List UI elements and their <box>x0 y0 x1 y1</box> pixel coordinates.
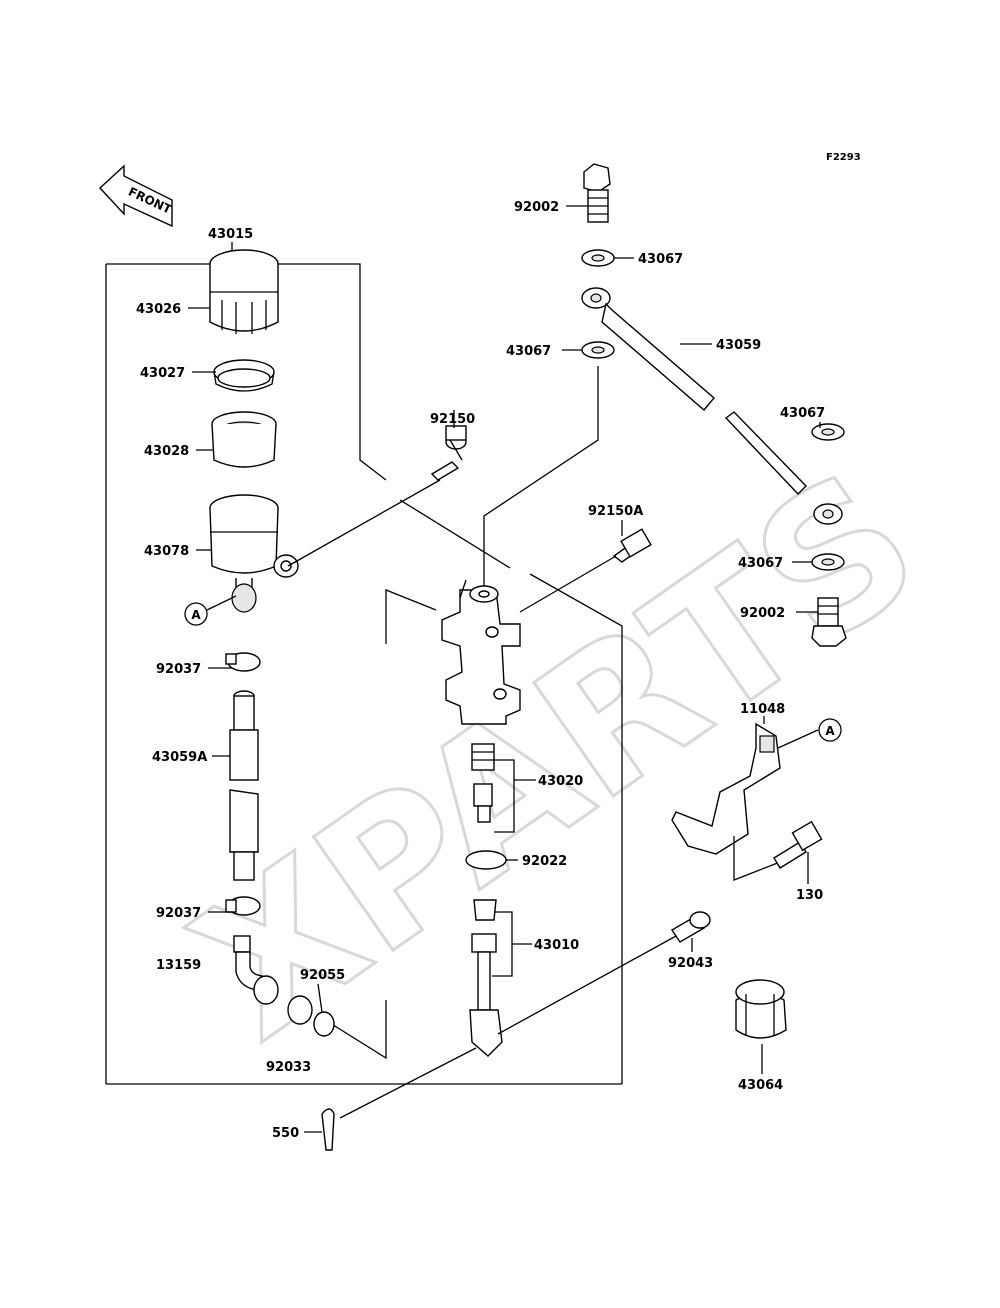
label-92150: 92150 <box>430 412 475 427</box>
label-92150A: 92150A <box>588 504 643 519</box>
label-43020: 43020 <box>538 774 583 789</box>
label-550: 550 <box>272 1126 299 1141</box>
banjo-bolt-upper <box>583 163 611 223</box>
label-43059A: 43059A <box>152 750 207 765</box>
label-43067-b: 43067 <box>506 344 551 359</box>
piston-set <box>471 743 495 823</box>
push-rod <box>469 899 503 1057</box>
label-43067-a: 43067 <box>638 252 683 267</box>
front-arrow-icon: FRONT <box>99 164 174 228</box>
brake-hose <box>581 287 843 525</box>
label-92022: 92022 <box>522 854 567 869</box>
label-11048: 11048 <box>740 702 785 717</box>
ref-marker-a-left-text: A <box>191 608 201 622</box>
ref-marker-a-right-text: A <box>825 724 835 738</box>
hose-clamp-lower <box>225 896 261 916</box>
label-43078: 43078 <box>144 544 189 559</box>
master-cylinder-body <box>441 579 521 725</box>
circlip-92033 <box>287 995 313 1025</box>
circlip-92022 <box>465 850 507 870</box>
figure-code: F2293 <box>826 152 861 163</box>
leader-92150 <box>287 479 441 567</box>
inner-box-line <box>385 589 437 644</box>
inner-box-line-lower <box>321 1000 387 1060</box>
label-43027: 43027 <box>140 366 185 381</box>
diaphragm-plate <box>213 359 275 392</box>
label-43010: 43010 <box>534 938 579 953</box>
label-92037-upper: 92037 <box>156 662 201 677</box>
cotter-pin-550 <box>321 1108 335 1151</box>
label-92037-lower: 92037 <box>156 906 201 921</box>
hose-clamp-upper <box>225 652 261 672</box>
label-43064: 43064 <box>738 1078 783 1093</box>
label-130: 130 <box>796 888 823 903</box>
bracket-11048 <box>671 722 781 855</box>
label-43067-c: 43067 <box>780 406 825 421</box>
grommet-43064 <box>735 979 787 1039</box>
o-ring-92055 <box>313 1011 335 1037</box>
label-92033: 92033 <box>266 1060 311 1075</box>
label-92043: 92043 <box>668 956 713 971</box>
label-43028: 43028 <box>144 444 189 459</box>
leader-92043 <box>497 935 677 1035</box>
bolt-92150 <box>430 425 467 481</box>
pin-92043 <box>671 911 711 943</box>
leader-a-left <box>206 595 237 611</box>
leader-92150A <box>519 555 617 613</box>
bolt-92150A <box>612 528 652 563</box>
label-13159: 13159 <box>156 958 201 973</box>
label-43026: 43026 <box>136 302 181 317</box>
assembly-box-43015 <box>105 242 623 1085</box>
diaphragm <box>211 411 277 468</box>
ref-marker-a-left <box>184 602 208 626</box>
leader-550 <box>339 1047 477 1119</box>
ref-marker-a-right <box>818 718 842 742</box>
reservoir-cap <box>209 249 279 334</box>
label-92055: 92055 <box>300 968 345 983</box>
label-92002-upper: 92002 <box>514 200 559 215</box>
label-43059: 43059 <box>716 338 761 353</box>
reservoir-hose <box>229 690 259 881</box>
bolt-130 <box>773 820 823 869</box>
label-92002-lower: 92002 <box>740 606 785 621</box>
label-43067-d: 43067 <box>738 556 783 571</box>
hose-fitting-elbow <box>233 935 279 1005</box>
leader-hose-bolt <box>483 366 599 586</box>
label-43015: 43015 <box>208 227 253 242</box>
reservoir-tank <box>209 494 299 613</box>
banjo-bolt-lower <box>811 597 847 647</box>
